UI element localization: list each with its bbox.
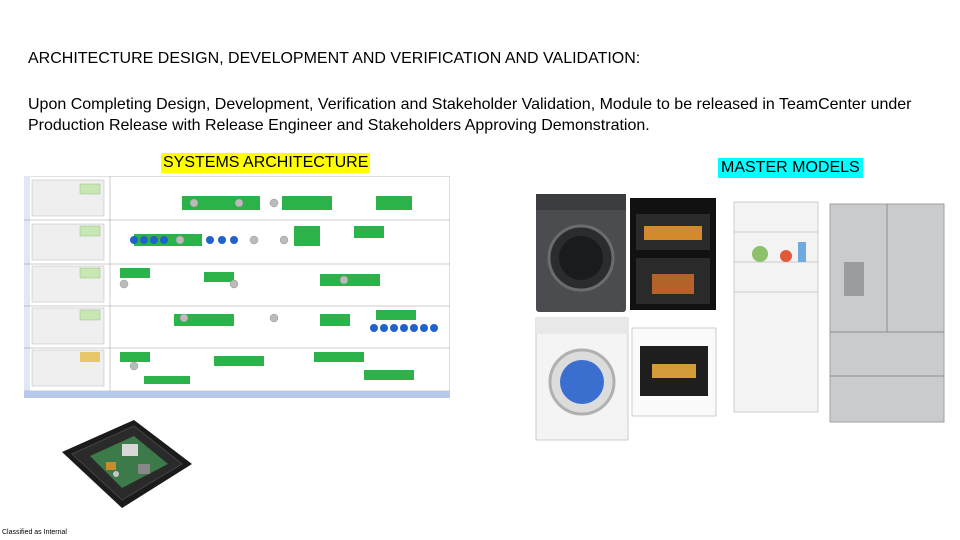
systems-architecture-label: SYSTEMS ARCHITECTURE [161, 153, 371, 173]
master-models-label: MASTER MODELS [718, 158, 863, 178]
systems-architecture-diagram [24, 176, 450, 398]
master-models-appliances [535, 194, 945, 441]
pcb-module-image [62, 420, 192, 508]
refrigerator-image [733, 201, 819, 413]
slide-heading: ARCHITECTURE DESIGN, DEVELOPMENT AND VER… [28, 50, 641, 67]
oven-image [630, 198, 716, 310]
footer-classification: Classified as Internal [2, 529, 67, 536]
slide-body: Upon Completing Design, Development, Ver… [28, 96, 912, 134]
washer-image [536, 194, 626, 312]
